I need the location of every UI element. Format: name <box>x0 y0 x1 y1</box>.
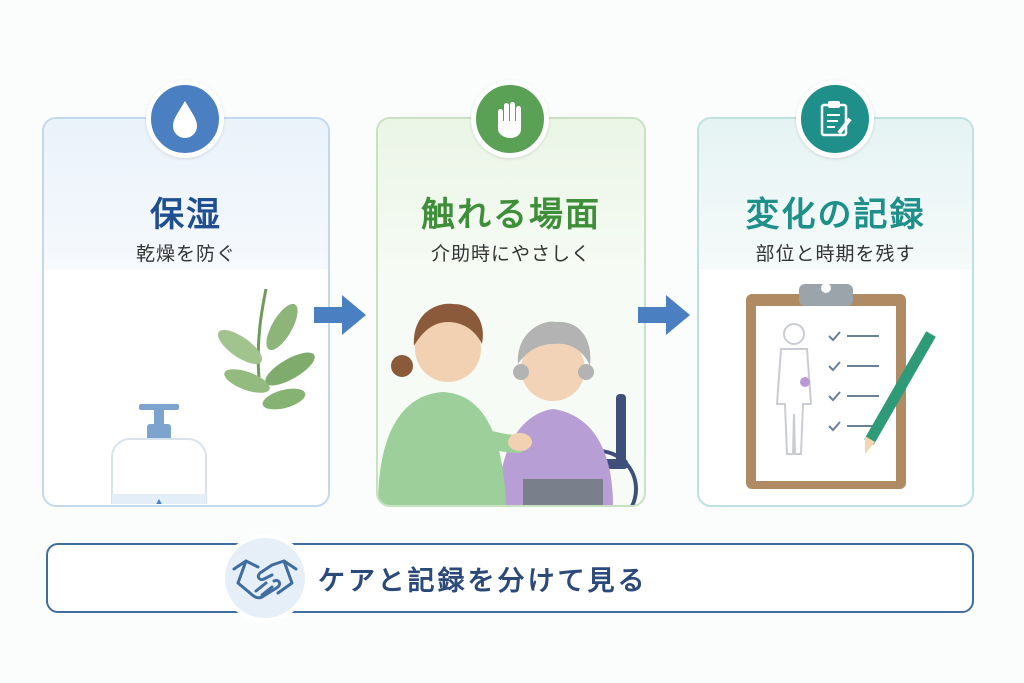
step-panel-moisturize: 保湿 乾燥を防ぐ <box>42 117 330 507</box>
step-subtitle: 介助時にやさしく <box>430 243 591 265</box>
step-panel-record: 変化の記録 部位と時期を残す <box>697 117 974 507</box>
clipboard-illustration <box>746 283 936 489</box>
banner-text: ケアと記録を分けて見る <box>318 566 648 597</box>
arrow-right-icon <box>638 295 690 335</box>
step-subtitle: 部位と時期を残す <box>755 243 916 265</box>
step-title: 保湿 <box>150 195 222 235</box>
lotion-illustration <box>111 288 315 504</box>
clipboard-icon <box>796 80 874 158</box>
hand-icon <box>471 80 549 158</box>
water-drop-icon <box>146 80 224 158</box>
caregiver-illustration <box>378 303 638 505</box>
step-panel-touch: 触れる場面 介助時にやさしく <box>376 117 646 507</box>
step-subtitle: 乾燥を防ぐ <box>135 243 236 265</box>
summary-banner <box>46 543 974 613</box>
step-title: 変化の記録 <box>745 195 926 235</box>
arrow-right-icon <box>314 295 366 335</box>
handshake-icon <box>221 534 309 622</box>
step-title: 触れる場面 <box>421 195 601 235</box>
